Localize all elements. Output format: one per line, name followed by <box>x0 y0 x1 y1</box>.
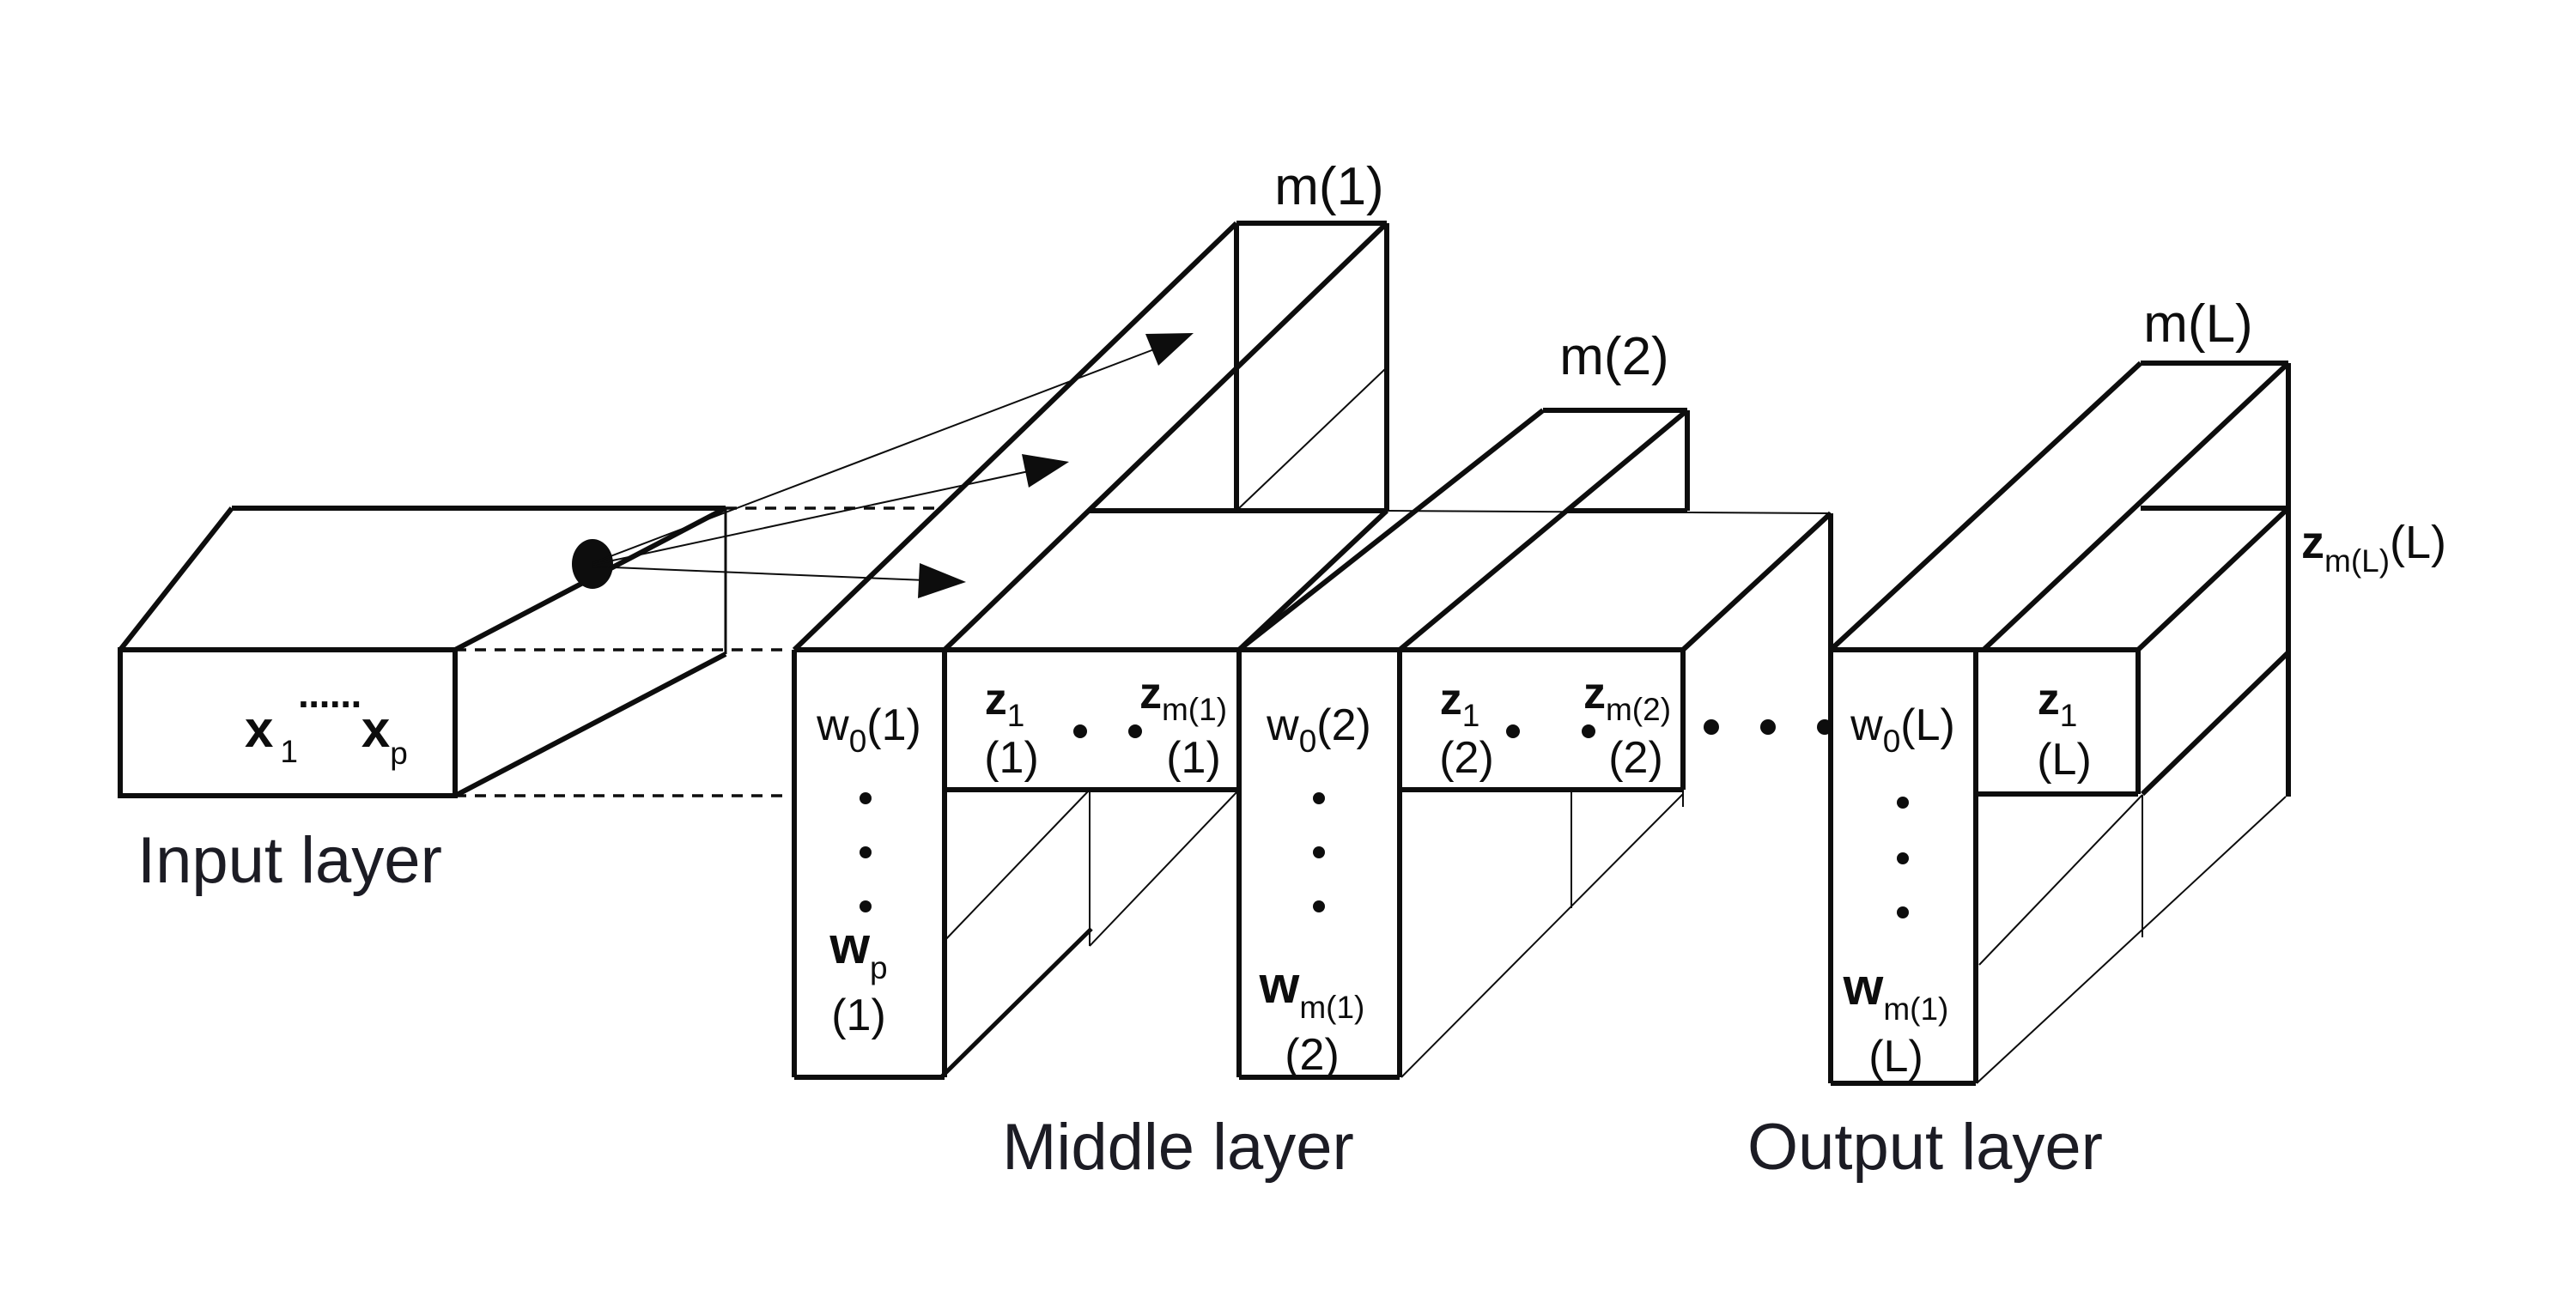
ellipsis-dots <box>860 719 1909 918</box>
z2-band-dots <box>1506 724 1520 738</box>
slab1-bottom-edge <box>939 927 1093 1079</box>
middle-layer-slab-1 <box>792 221 1389 1080</box>
arrowhead-3 <box>1145 333 1194 366</box>
slab3-outline <box>1828 361 2291 1086</box>
output-layer-slab <box>1828 361 2291 1086</box>
w2-top-label: w0(2) <box>1266 700 1371 759</box>
m1-label: m(1) <box>1274 157 1383 216</box>
z1-first-label: z1 <box>985 675 1025 733</box>
mL-label: m(L) <box>2143 294 2252 354</box>
slab2-hidden-edges <box>1386 510 1832 1078</box>
w2-bottom-label: wm(1) <box>1259 956 1365 1025</box>
m2-label: m(2) <box>1559 327 1668 386</box>
z1-last-paren: (1) <box>1166 733 1221 783</box>
wL-bottom-paren: (L) <box>1868 1032 1923 1082</box>
z2-first-paren: (2) <box>1439 733 1494 783</box>
w2-dots <box>1313 846 1325 858</box>
z2-band-dots <box>1582 724 1595 738</box>
w1-dots <box>860 846 872 858</box>
z1-first-paren: (1) <box>984 733 1039 783</box>
slab2-outline <box>1236 408 1833 1080</box>
z2-last-paren: (2) <box>1608 733 1663 783</box>
output-layer-caption: Output layer <box>1747 1111 2103 1184</box>
w1-bottom-label: wp <box>829 917 887 985</box>
zL-first-paren: (L) <box>2037 735 2092 785</box>
input-layer-box <box>118 506 727 798</box>
input-box-outline <box>118 506 727 798</box>
connection-arrows <box>572 333 1194 598</box>
wL-bottom-label: wm(1) <box>1843 958 1949 1027</box>
w1-bottom-paren: (1) <box>831 991 886 1040</box>
arrowhead-1 <box>918 563 966 598</box>
wL-dots <box>1897 797 1909 809</box>
w1-dots <box>860 900 872 912</box>
slab3-hidden-edges <box>1976 794 2287 1084</box>
zL-first-label: z1 <box>2038 675 2078 733</box>
input-layer-caption: Input layer <box>137 824 442 897</box>
z1-last-label: zm(1) <box>1139 669 1227 727</box>
z1-band-dots <box>1073 724 1087 738</box>
hidden-layers-dots <box>1704 719 1719 735</box>
z2-first-label: z1 <box>1440 675 1480 733</box>
wL-dots <box>1897 906 1909 918</box>
hidden-layers-dots <box>1817 719 1832 735</box>
w2-dots <box>1313 900 1325 912</box>
wL-top-label: w0(L) <box>1850 700 1955 759</box>
hidden-layers-dots <box>1760 719 1776 735</box>
z1-band-dots <box>1128 724 1142 738</box>
wL-dots <box>1897 852 1909 864</box>
w1-top-label: w0(1) <box>816 700 921 759</box>
arrowhead-2 <box>1022 454 1069 488</box>
slab1-outline <box>792 221 1389 1080</box>
w2-bottom-paren: (2) <box>1285 1030 1340 1080</box>
w1-dots <box>860 792 872 804</box>
middle-layer-caption: Middle layer <box>1002 1111 1354 1184</box>
middle-layer-slab-2 <box>1236 408 1833 1080</box>
z2-last-label: zm(2) <box>1583 669 1671 727</box>
zmL-output-label: zm(L)(L) <box>2301 517 2446 579</box>
w2-dots <box>1313 792 1325 804</box>
slab1-hidden-edges <box>942 368 1386 947</box>
construction-dashed-lines <box>455 506 939 797</box>
